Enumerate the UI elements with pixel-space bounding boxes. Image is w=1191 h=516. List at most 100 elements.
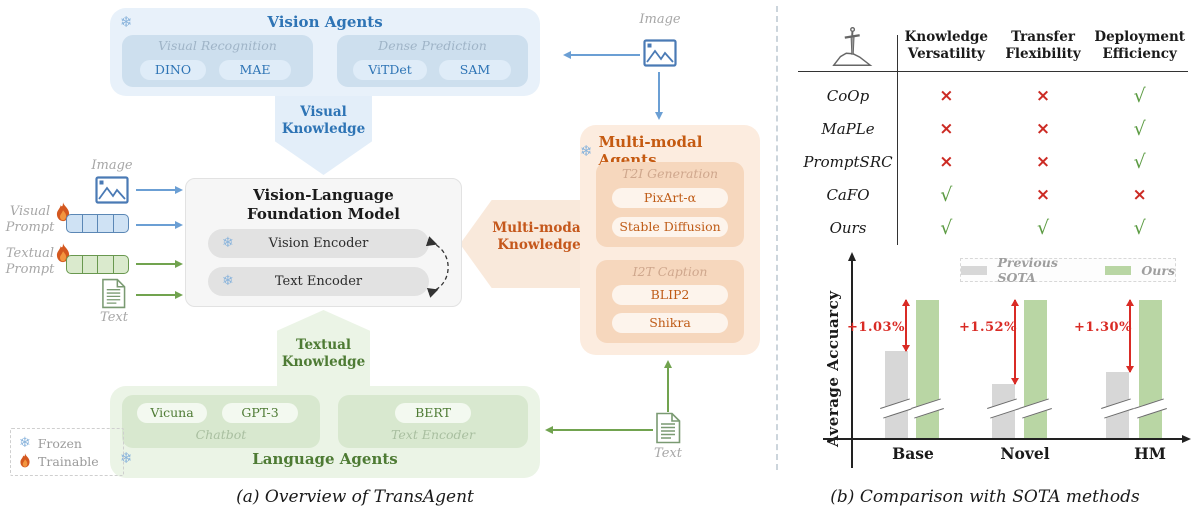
visual-knowledge-line2: Knowledge [281,121,366,137]
image-icon [95,176,129,204]
axis-break [1019,398,1052,419]
snowflake-icon: ❄ [120,13,133,31]
table-mark: √ [1133,150,1146,173]
textual-prompt-label: Textual Prompt [5,246,55,277]
textual-knowledge-arrow: Textual Knowledge [277,310,370,387]
axis-break [880,398,913,419]
trainable-label: Trainable [38,453,99,469]
vision-agents-title: Vision Agents [267,13,383,31]
model-pill-mae: MAE [219,60,291,80]
model-pill-sam: SAM [439,60,511,80]
image-to-multimodal-arrow [654,72,663,120]
table-mark: √ [1036,216,1050,239]
textual-prompt-tokens [66,255,129,274]
encoder-link-arrow [425,236,449,298]
group-label: I2T Caption [632,264,708,279]
table-mark: √ [940,216,953,239]
table-row: CoOp × × √ [798,79,1188,112]
model-pill-stable-diffusion: Stable Diffusion [612,217,728,237]
model-pill-bert: BERT [395,403,471,423]
legend-label-previous-sota: Previous SOTA [997,255,1058,285]
table-row: CaFO √ × × [798,178,1188,211]
y-axis-label: Average Accuarcy [824,290,842,448]
language-agents-title: Language Agents [252,450,398,468]
model-pill-blip2: BLIP2 [612,285,728,305]
model-pill-gpt3: GPT-3 [222,403,298,423]
image-io-label: Image [639,12,681,27]
table-row: PromptSRC × × √ [798,145,1188,178]
table-header-rule [798,71,1188,72]
model-pill-vicuna: Vicuna [137,403,207,423]
chatbot-group: Vicuna GPT-3 Chatbot [122,395,320,448]
foundation-model-title-line1: Vision-Language [253,186,394,204]
snowflake-icon: ❄ [222,235,234,251]
method-name: Ours [829,218,867,237]
multimodal-agents-box: ❄ Multi-modal Agents T2I Generation PixA… [580,125,760,355]
method-name: CaFO [826,185,870,204]
multimodal-knowledge-arrow: Multi-modal Knowledge [460,200,592,288]
table-mark: × [939,85,954,106]
bar-previous-sota [1101,372,1134,438]
gain-label: +1.03% [847,320,905,335]
multimodal-knowledge-line2: Knowledge [497,237,581,253]
table-mark: √ [1133,84,1146,107]
model-pill-vitdet: ViTDet [353,60,427,80]
language-agents-box: Vicuna GPT-3 Chatbot BERT Text Encoder ❄… [110,386,540,478]
text-encoder-pill: ❄ Text Encoder [208,267,429,296]
text-document-icon [656,412,681,444]
visual-prompt-tokens [66,214,129,233]
text-encoder-group: BERT Text Encoder [338,395,528,448]
foundation-model-box: Vision-Language Foundation Model ❄ Visio… [185,178,462,307]
axis-break [987,398,1020,419]
text-encoder-label: Text Encoder [274,274,363,289]
axis-break [1134,398,1167,419]
method-name: CoOp [826,86,870,105]
table-mark: × [939,151,954,172]
textual-prompt-arrow [136,259,183,268]
snowflake-icon: ❄ [580,141,593,160]
textual-knowledge-line2: Knowledge [281,354,366,370]
visual-recognition-group: Visual Recognition DINO MAE [122,35,313,87]
bar-previous-sota [880,351,913,438]
group-label: Visual Recognition [158,38,277,53]
caption-panel-a: (a) Overview of TransAgent [236,487,474,507]
legend-swatch-ours [1104,265,1132,275]
chart-legend: Previous SOTA Ours [960,255,1176,285]
vision-encoder-pill: ❄ Vision Encoder [208,229,429,258]
method-name: PromptSRC [803,152,893,171]
axis-break [911,398,944,419]
axis-break [1101,398,1134,419]
t2i-generation-group: T2I Generation PixArt-α Stable Diffusion [596,162,744,247]
legend-label-ours: Ours [1141,262,1175,278]
table-mark: × [1035,85,1051,106]
method-name: MaPLe [821,119,875,138]
text-to-language-agents-arrow [545,425,653,434]
table-row: Ours √ √ √ [798,211,1188,244]
model-pill-shikra: Shikra [612,313,728,333]
gain-label: +1.52% [959,320,1017,335]
group-label: Text Encoder [391,427,475,442]
text-to-model-arrow [136,290,183,299]
i2t-caption-group: I2T Caption BLIP2 Shikra [596,260,744,343]
table-mark: × [1035,118,1051,139]
bar-previous-sota [987,384,1020,438]
image-icon [643,39,677,67]
table-mark: × [1035,151,1051,172]
bar-ours [1019,300,1052,438]
sword-in-stone-icon [832,27,873,66]
frozen-label: Frozen [37,435,82,451]
frozen-trainable-legend: ❄ Frozen Trainable [10,428,124,476]
image-input-label: Image [91,158,133,173]
table-mark: × [1132,184,1147,205]
panel-divider [776,6,778,470]
text-document-icon [102,278,126,309]
table-mark: × [1035,184,1051,205]
category-label: Novel [1000,444,1050,463]
snowflake-icon: ❄ [19,435,31,451]
visual-knowledge-arrow: Visual Knowledge [275,95,372,175]
snowflake-icon: ❄ [222,273,234,289]
group-label: T2I Generation [621,166,719,181]
group-label: Chatbot [195,427,247,442]
